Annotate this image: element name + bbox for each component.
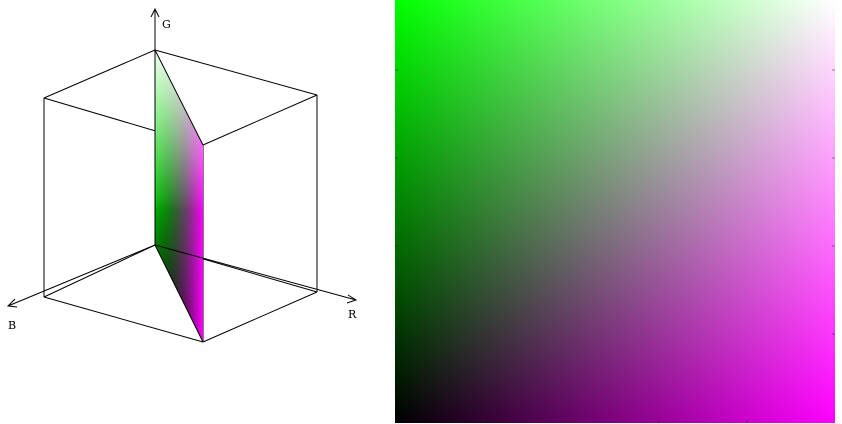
g-axis-label: G (162, 18, 171, 31)
rgb-cube-diagram: G B R (0, 0, 380, 424)
color-gradient-canvas (395, 0, 835, 423)
cube-edge-bottom-front-left (43, 296, 204, 343)
plane-edge-top (154, 49, 204, 146)
g-axis-arrow (150, 7, 160, 18)
cube-edge-top-front-right (202, 94, 318, 146)
b-axis-arrow (6, 298, 18, 308)
b-axis-line (7, 244, 156, 307)
cube-edge-top-back-right (154, 49, 318, 96)
cube-edge-bottom-back-left (43, 244, 156, 298)
plane-edge-bottom (154, 244, 204, 343)
cube-edge-bottom-front-right (202, 291, 318, 343)
diagonal-plane (154, 49, 204, 343)
r-axis-line (154, 244, 357, 301)
r-axis-label: R (348, 308, 357, 321)
axes (6, 7, 358, 308)
rgb-cube-svg: G B R (6, 7, 358, 343)
color-plane-square (395, 0, 835, 423)
b-axis-label: B (8, 319, 16, 332)
plane-fill-white (155, 50, 203, 342)
r-axis-arrow (346, 294, 358, 304)
cube-edge-top-back-left (43, 49, 156, 99)
